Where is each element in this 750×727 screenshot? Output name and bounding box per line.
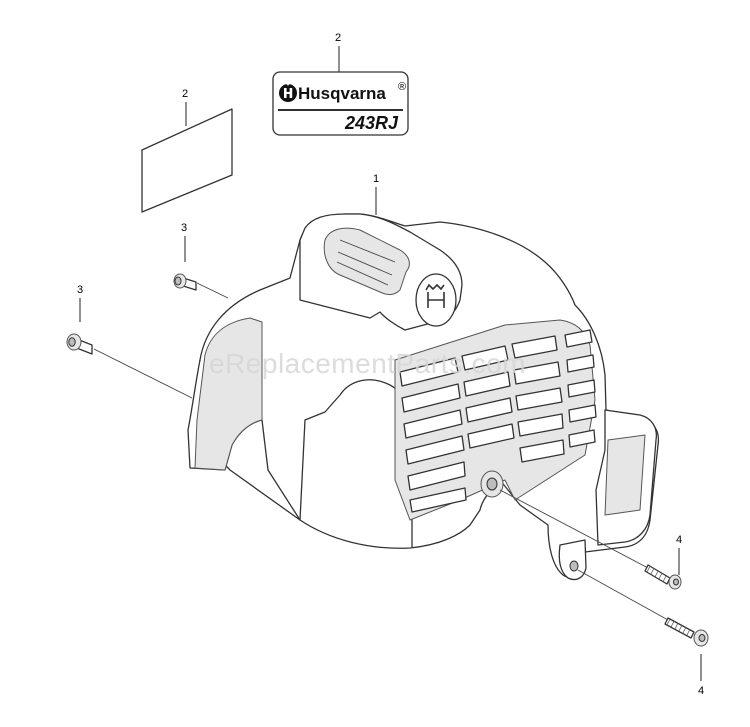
blank-label [141,108,233,213]
callout-decal-label: 2 [335,32,341,44]
watermark-text: eReplacementParts.com [209,348,526,379]
decal-model-text: 243RJ [344,113,399,133]
callout-bolt-lower: 4 [698,685,704,697]
callout-screw-left: 3 [77,284,83,296]
engine-cover [187,213,660,581]
husqvarna-emblem-icon [415,273,457,327]
callout-screw-upper: 3 [181,222,187,234]
husqvarna-logo-icon [279,81,297,102]
screw-upper [173,273,229,299]
callout-bolt-upper: 4 [676,534,682,546]
screw-left [66,333,193,399]
bolt-upper [499,489,682,590]
screw-boss-hole [480,470,504,498]
husqvarna-decal: Husqvarna ® 243RJ [272,71,409,136]
callout-blank-label: 2 [182,88,188,100]
decal-registered-mark: ® [398,81,406,93]
mounting-ear [558,539,587,581]
decal-brand-text: Husqvarna [298,84,386,103]
callout-engine-cover: 1 [373,173,379,185]
cooling-grille [399,329,597,513]
bolt-lower [577,569,709,647]
